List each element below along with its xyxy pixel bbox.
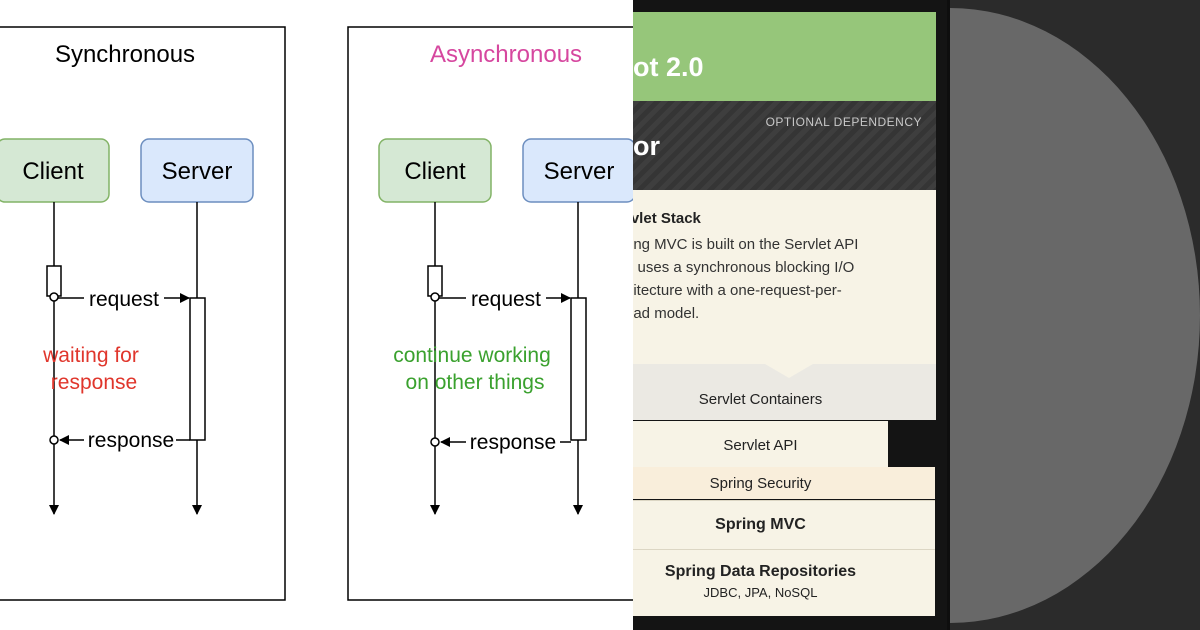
- sync-waiting-line2: response: [51, 371, 137, 394]
- sync-frame: [0, 26, 286, 601]
- async-response-label-bg: [466, 430, 560, 454]
- banner-title: or: [633, 131, 660, 161]
- spring-card-title: ot 2.0: [633, 52, 704, 82]
- layer-spring-security: Spring Security: [633, 467, 935, 499]
- layer-spring-data-sub: JDBC, JPA, NoSQL: [703, 585, 818, 600]
- sync-server-label: Server: [162, 158, 233, 185]
- layer-servlet-api-label: Servlet API: [723, 437, 798, 454]
- layer-servlet-api: Servlet API: [633, 421, 888, 467]
- sync-response-label: response: [88, 429, 174, 452]
- layer-spring-data: Spring Data Repositories JDBC, JPA, NoSQ…: [633, 549, 935, 616]
- spring-card-header: ot 2.0: [633, 12, 936, 101]
- async-server-activation: [570, 297, 587, 441]
- description-line-2: d uses a synchronous blocking I/O: [633, 259, 855, 276]
- sync-client-activation: [46, 265, 62, 297]
- async-frame: [347, 26, 635, 601]
- containers-notch: [765, 364, 813, 378]
- description-line-3: hitecture with a one-request-per-: [633, 282, 842, 299]
- sync-waiting-line1: waiting for: [42, 344, 139, 367]
- layer-spring-security-label: Spring Security: [709, 475, 812, 492]
- servlet-stack-banner: OPTIONAL DEPENDENCY or: [633, 101, 936, 190]
- sync-request-label: request: [89, 288, 159, 311]
- gray-circle-shape: [950, 8, 1200, 623]
- sync-request-label-bg: [84, 286, 164, 310]
- async-request-label: request: [471, 288, 541, 311]
- optional-dependency-badge: OPTIONAL DEPENDENCY: [765, 115, 922, 129]
- servlet-stack-title: rvlet Stack: [633, 210, 701, 227]
- description-line-4: ead model.: [633, 305, 700, 322]
- layer-servlet-containers-label: Servlet Containers: [698, 391, 823, 408]
- spring-stack-panel: ot 2.0 OPTIONAL DEPENDENCY or rvlet Stac…: [633, 0, 950, 630]
- async-response-end-dot: [430, 437, 440, 447]
- layer-spring-mvc-label: Spring MVC: [715, 516, 806, 533]
- async-working-line2: on other things: [406, 371, 545, 394]
- sync-response-end-dot: [49, 435, 59, 445]
- dark-circle-panel: [950, 0, 1200, 630]
- layer-spring-mvc: Spring MVC: [633, 500, 935, 549]
- async-server-box: [522, 138, 635, 203]
- description-line-1: ring MVC is built on the Servlet API: [633, 236, 859, 253]
- async-client-label: Client: [404, 158, 466, 185]
- async-server-label: Server: [544, 158, 615, 185]
- async-request-label-bg: [466, 286, 546, 310]
- sync-client-box: [0, 138, 110, 203]
- sync-title: Synchronous: [55, 41, 195, 68]
- async-response-label: response: [470, 431, 556, 454]
- sync-request-start-dot: [49, 292, 59, 302]
- async-working-line1: continue working: [393, 344, 551, 367]
- sequence-diagrams: Synchronous Client Server request waitin…: [0, 26, 635, 601]
- sync-client-label: Client: [22, 158, 84, 185]
- layer-spring-data-label: Spring Data Repositories: [664, 563, 857, 580]
- sync-response-label-bg: [84, 428, 176, 452]
- async-title: Asynchronous: [430, 41, 582, 68]
- async-request-start-dot: [430, 292, 440, 302]
- sync-server-activation: [189, 297, 206, 441]
- async-client-activation: [427, 265, 443, 297]
